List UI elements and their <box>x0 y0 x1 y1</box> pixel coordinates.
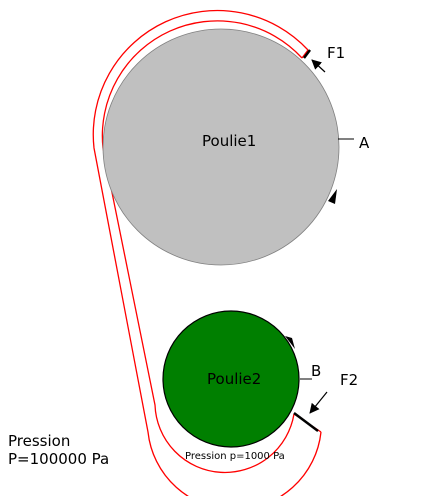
pulley1-rotation-arrowhead <box>328 189 337 204</box>
belt-outer <box>92 9 322 496</box>
force1-boundary <box>303 49 311 59</box>
point-a-label: A <box>359 134 370 152</box>
inner-pressure-label: Pression p=1000 Pa <box>185 451 285 462</box>
force2-arrow <box>309 391 328 414</box>
force2-label: F2 <box>340 371 358 389</box>
pressure-title: Pression <box>8 432 71 450</box>
belt-end-top <box>301 49 309 59</box>
pulley1-label: Poulie1 <box>202 132 256 150</box>
point-b-label: B <box>311 362 321 380</box>
force1-label: F1 <box>327 44 345 62</box>
pulley2-rotation-arrowhead <box>285 336 295 349</box>
pulley1 <box>102 28 340 266</box>
force1-arrow <box>311 59 326 73</box>
pressure-value: P=100000 Pa <box>8 450 110 468</box>
pulley2 <box>162 310 300 448</box>
pressure-note: Pression P=100000 Pa <box>8 432 109 468</box>
force2-boundary <box>293 412 319 432</box>
pulley2-label: Poulie2 <box>207 370 261 388</box>
